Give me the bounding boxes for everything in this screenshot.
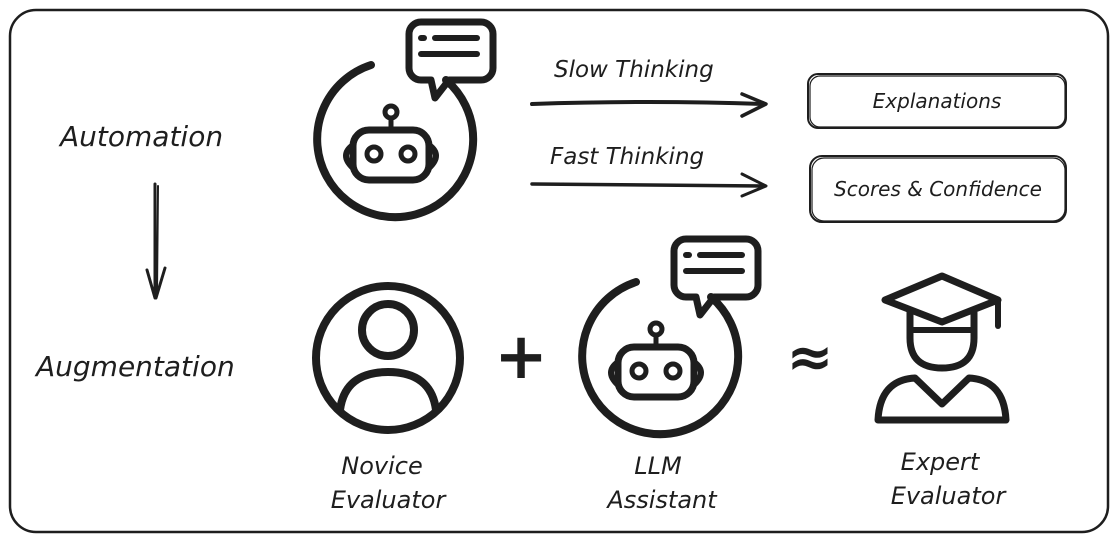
llm-label-line2: Assistant <box>605 486 718 514</box>
slow-thinking-arrow <box>530 92 768 118</box>
novice-label-line1: Novice <box>341 452 422 480</box>
scores-confidence-box: Scores & Confidence <box>809 155 1067 223</box>
down-arrow <box>145 182 167 300</box>
expert-label-line2: Evaluator <box>891 482 1008 510</box>
expert-label-line1: Expert <box>901 448 981 476</box>
approx-symbol: ≈ <box>787 325 834 390</box>
outer-frame <box>8 8 1110 534</box>
slow-thinking-label: Slow Thinking <box>554 57 714 83</box>
robot-icon <box>317 22 493 217</box>
fast-thinking-label: Fast Thinking <box>550 144 704 170</box>
llm-assistant-robot-icon <box>582 239 758 434</box>
graduate-icon <box>874 272 1010 424</box>
explanations-box: Explanations <box>807 73 1067 129</box>
fast-thinking-arrow <box>530 172 768 198</box>
scores-confidence-text: Scores & Confidence <box>834 177 1042 201</box>
llm-label-line1: LLM <box>634 452 682 480</box>
novice-label-line2: Evaluator <box>331 486 448 514</box>
augmentation-label: Augmentation <box>34 350 235 383</box>
user-icon <box>312 282 464 434</box>
explanations-text: Explanations <box>873 89 1002 113</box>
plus-symbol: + <box>494 320 548 394</box>
automation-label: Automation <box>58 120 223 153</box>
